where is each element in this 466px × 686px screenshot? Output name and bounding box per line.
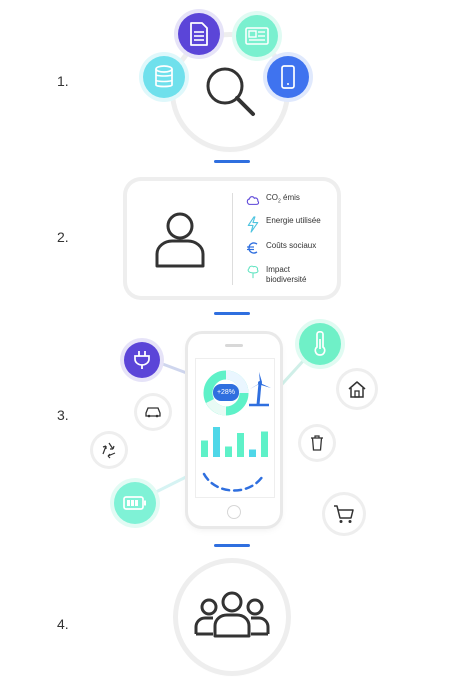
bar-2: [213, 427, 220, 457]
legend-biodiversity: Impact biodiversité: [246, 265, 306, 285]
recycle-icon: [102, 442, 116, 459]
step-number-3: 3.: [57, 407, 69, 423]
bar-chart-icon: [201, 427, 268, 457]
newspaper-icon: [245, 27, 269, 45]
section-divider-2: [214, 312, 250, 315]
legend-energy-label: Energie utilisée: [266, 216, 321, 225]
step-number-2: 2.: [57, 229, 69, 245]
bar-1: [201, 440, 208, 457]
car-icon: [145, 407, 161, 418]
phone-home-button: [227, 505, 241, 519]
recycle-bubble: [93, 434, 125, 466]
bar-6: [261, 431, 268, 457]
donut-chart: [203, 370, 249, 416]
document-icon: [190, 22, 208, 46]
trash-bubble: [301, 427, 333, 459]
database-bubble: [143, 56, 185, 98]
section-divider-1: [214, 160, 250, 163]
legend-co2: CO2 émis: [246, 193, 300, 207]
newspaper-bubble: [236, 15, 278, 57]
group-icon: [193, 590, 271, 638]
thermometer-icon: [314, 331, 326, 356]
car-bubble: [137, 396, 169, 428]
thermometer-bubble: [299, 323, 341, 365]
battery-icon: [123, 496, 146, 510]
tree-icon: [247, 265, 259, 279]
step-number-1: 1.: [57, 73, 69, 89]
cart-bubble: [325, 495, 363, 533]
bar-5: [249, 449, 256, 457]
trash-icon: [311, 435, 323, 451]
smartphone-bubble: [267, 56, 309, 98]
magnifier-icon: [203, 64, 259, 120]
bar-4: [237, 433, 244, 457]
card-separator: [232, 193, 233, 285]
home-bubble: [339, 371, 375, 407]
smartphone-icon: [281, 65, 295, 89]
plug-icon: [134, 351, 150, 369]
step-number-4: 4.: [57, 616, 69, 632]
cart-icon: [334, 505, 354, 523]
donut-label: +28%: [213, 384, 239, 401]
wind-turbine-icon: [249, 372, 271, 407]
legend-social-costs-label: Coûts sociaux: [266, 241, 317, 250]
legend-co2-label: CO2 émis: [266, 193, 300, 205]
lightning-icon: [247, 216, 259, 233]
group-ring: [178, 563, 286, 671]
home-icon: [348, 381, 366, 398]
dashed-arc-icon: [202, 472, 266, 492]
document-bubble: [178, 13, 220, 55]
phone-speaker: [225, 344, 243, 347]
search-ring: [175, 37, 285, 147]
user-icon: [153, 210, 207, 268]
euro-icon: [247, 242, 258, 254]
plug-bubble: [124, 342, 160, 378]
legend-social-costs: Coûts sociaux: [246, 241, 316, 255]
database-icon: [155, 65, 173, 88]
legend-energy: Energie utilisée: [246, 216, 321, 233]
legend-biodiversity-label: Impact biodiversité: [266, 265, 307, 284]
battery-bubble: [114, 482, 156, 524]
cloud-icon: [246, 196, 260, 205]
bar-3: [225, 446, 232, 457]
section-divider-3: [214, 544, 250, 547]
